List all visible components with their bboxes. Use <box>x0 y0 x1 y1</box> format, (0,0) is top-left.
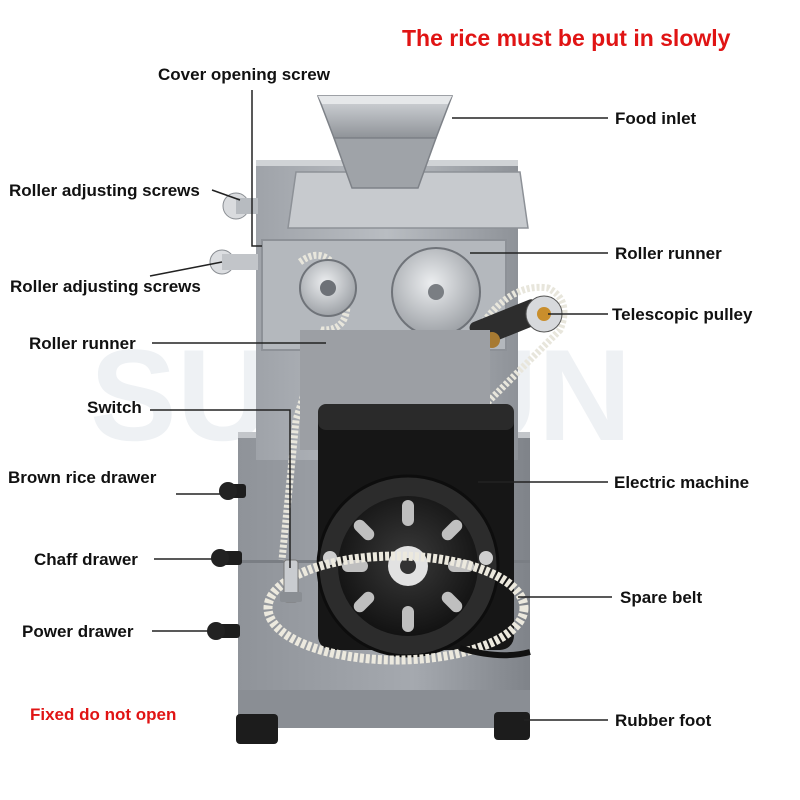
rubber-feet <box>236 712 530 744</box>
label-food-inlet: Food inlet <box>615 109 697 128</box>
electric-motor <box>300 330 514 658</box>
spare-belt <box>263 551 529 665</box>
label-power-drawer: Power drawer <box>22 622 134 641</box>
food-inlet-hopper <box>287 95 529 229</box>
label-brown-rice-drawer: Brown rice drawer <box>8 468 157 487</box>
label-chaff-drawer: Chaff drawer <box>34 550 138 569</box>
label-roller-adjusting-screws-1: Roller adjusting screws <box>9 181 200 200</box>
label-rubber-foot: Rubber foot <box>615 711 712 730</box>
label-electric-machine: Electric machine <box>614 473 750 492</box>
roller-runners <box>299 247 481 337</box>
label-roller-runner-right: Roller runner <box>615 244 722 263</box>
label-telescopic-pulley: Telescopic pulley <box>612 305 753 324</box>
switch <box>280 559 302 603</box>
leader-lines <box>149 90 612 721</box>
power-cord <box>459 645 531 659</box>
warning-text: Fixed do not open <box>30 705 177 724</box>
adjusting-screws <box>209 192 258 275</box>
notice-text: The rice must be put in slowly <box>402 25 731 51</box>
label-roller-runner-left: Roller runner <box>29 334 136 353</box>
label-roller-adjusting-screws-2: Roller adjusting screws <box>10 277 201 296</box>
label-spare-belt: Spare belt <box>620 588 703 607</box>
label-switch: Switch <box>87 398 142 417</box>
label-cover-opening-screw: Cover opening screw <box>158 65 330 84</box>
telescopic-belt <box>467 283 568 423</box>
